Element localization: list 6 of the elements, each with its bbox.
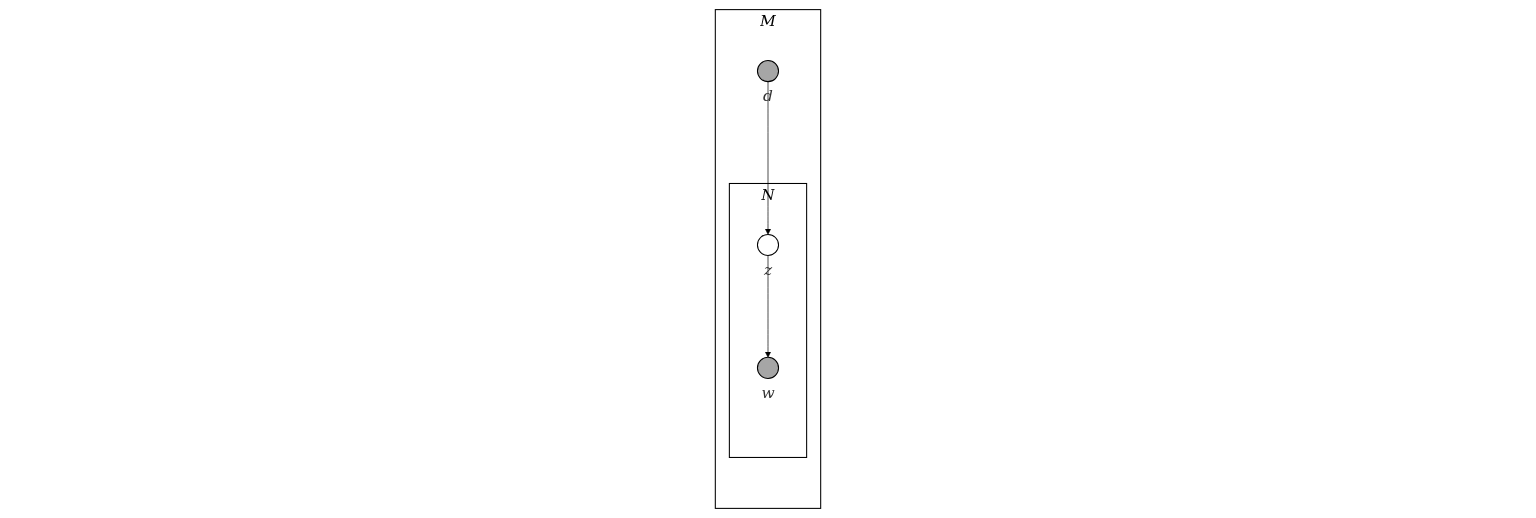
node-circle — [756, 60, 780, 83]
variable-label: d — [763, 87, 773, 106]
variable-label: w — [761, 384, 775, 403]
node-circle — [756, 233, 780, 256]
variable-label: z — [763, 261, 773, 280]
node-circle — [756, 356, 780, 379]
